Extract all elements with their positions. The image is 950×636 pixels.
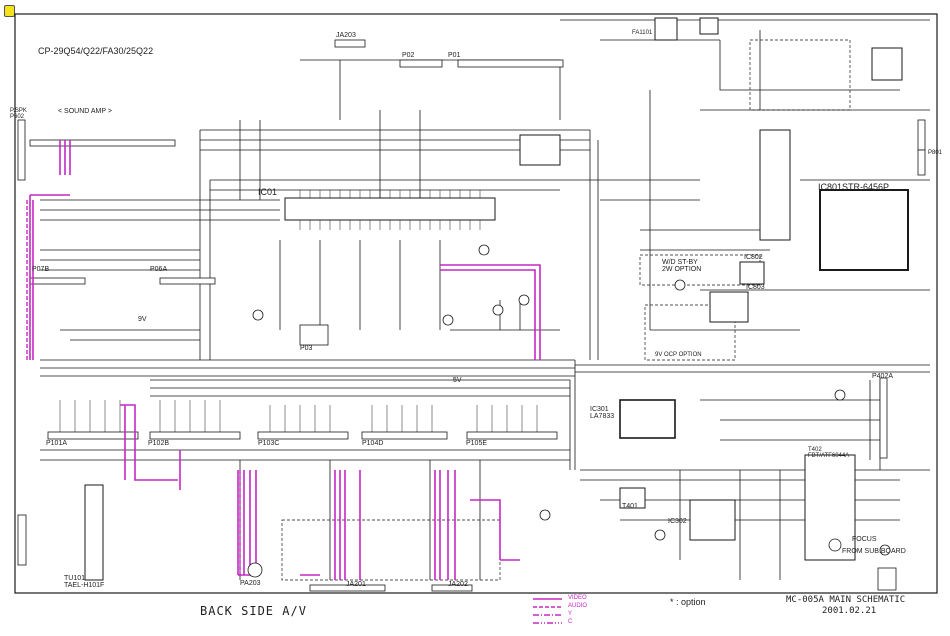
ic01-body bbox=[284, 197, 496, 221]
ic301-label: IC301 LA7833 bbox=[590, 406, 615, 420]
connector-p101a: P101A bbox=[46, 440, 68, 447]
audio-traces bbox=[26, 200, 241, 578]
sheet-marker-icon bbox=[4, 5, 15, 17]
connector-p03: P03 bbox=[300, 345, 313, 352]
ic802-label: IC802 bbox=[744, 254, 763, 261]
connector-p06a: P06A bbox=[150, 266, 168, 273]
wd-stby-note: W/D ST-BY 2W OPTION bbox=[662, 259, 702, 273]
connector-ja201: JA201 bbox=[346, 581, 366, 588]
from-subboard-label: FROM SUB.BOARD bbox=[842, 548, 906, 555]
sound-amp-label: < SOUND AMP > bbox=[58, 108, 112, 115]
legend-audio: AUDIO bbox=[568, 603, 588, 609]
ic01-label: IC01 bbox=[258, 187, 278, 197]
schematic-title: MC-005A MAIN SCHEMATIC bbox=[786, 595, 906, 605]
legend-strokes bbox=[533, 598, 562, 624]
fa1101-label: FA1101 bbox=[632, 30, 653, 36]
model-label: CP-29Q54/Q22/FA30/25Q22 bbox=[38, 46, 154, 56]
connector-ja203: JA203 bbox=[336, 32, 356, 39]
connector-pa203: PA203 bbox=[240, 580, 261, 587]
connector-p104d: P104D bbox=[362, 440, 384, 447]
connector-p801: P801 bbox=[928, 150, 943, 156]
connector-ja202: JA202 bbox=[448, 581, 468, 588]
option-regions bbox=[281, 39, 851, 581]
pin-strips bbox=[17, 39, 926, 592]
ic801-label: IC801STR-6456P bbox=[818, 182, 890, 192]
connector-p02: P02 bbox=[402, 52, 415, 59]
connector-p07b: P07B bbox=[32, 266, 50, 273]
back-side-label: BACK SIDE A/V bbox=[200, 604, 307, 618]
rail-5v-label: 5V bbox=[453, 377, 462, 384]
transistors bbox=[247, 244, 891, 578]
legend-y: Y bbox=[568, 611, 573, 617]
connector-p402a: P402A bbox=[872, 373, 894, 380]
connector-p01: P01 bbox=[448, 52, 461, 59]
connector-spk: P.SPK P602 bbox=[10, 108, 27, 120]
legend-video: VIDEO bbox=[568, 595, 587, 601]
ic803-label: IC803 bbox=[746, 284, 765, 291]
legend-c: C bbox=[568, 619, 573, 625]
rail-9v-label: 9V bbox=[138, 316, 147, 323]
connector-p105e: P105E bbox=[466, 440, 488, 447]
option-note: * : option bbox=[670, 597, 706, 607]
bus-lines bbox=[40, 19, 930, 580]
ic302-label: IC302 bbox=[668, 518, 687, 525]
ocp-option-note: 9V OCP OPTION bbox=[655, 352, 702, 358]
t401-label: T401 bbox=[622, 503, 638, 510]
tu101-label: TU101 TAEL-H101F bbox=[64, 575, 105, 589]
focus-label: FOCUS bbox=[852, 536, 877, 543]
connector-p103c: P103C bbox=[258, 440, 280, 447]
schematic-date: 2001.02.21 bbox=[822, 606, 877, 616]
pin-ticks bbox=[59, 190, 538, 432]
signal-traces bbox=[29, 140, 541, 580]
t402-label: T402 FBT/ATF6044A bbox=[808, 447, 850, 459]
connector-p102b: P102B bbox=[148, 440, 170, 447]
ic-packages bbox=[84, 17, 909, 581]
sheet-border bbox=[14, 13, 938, 594]
